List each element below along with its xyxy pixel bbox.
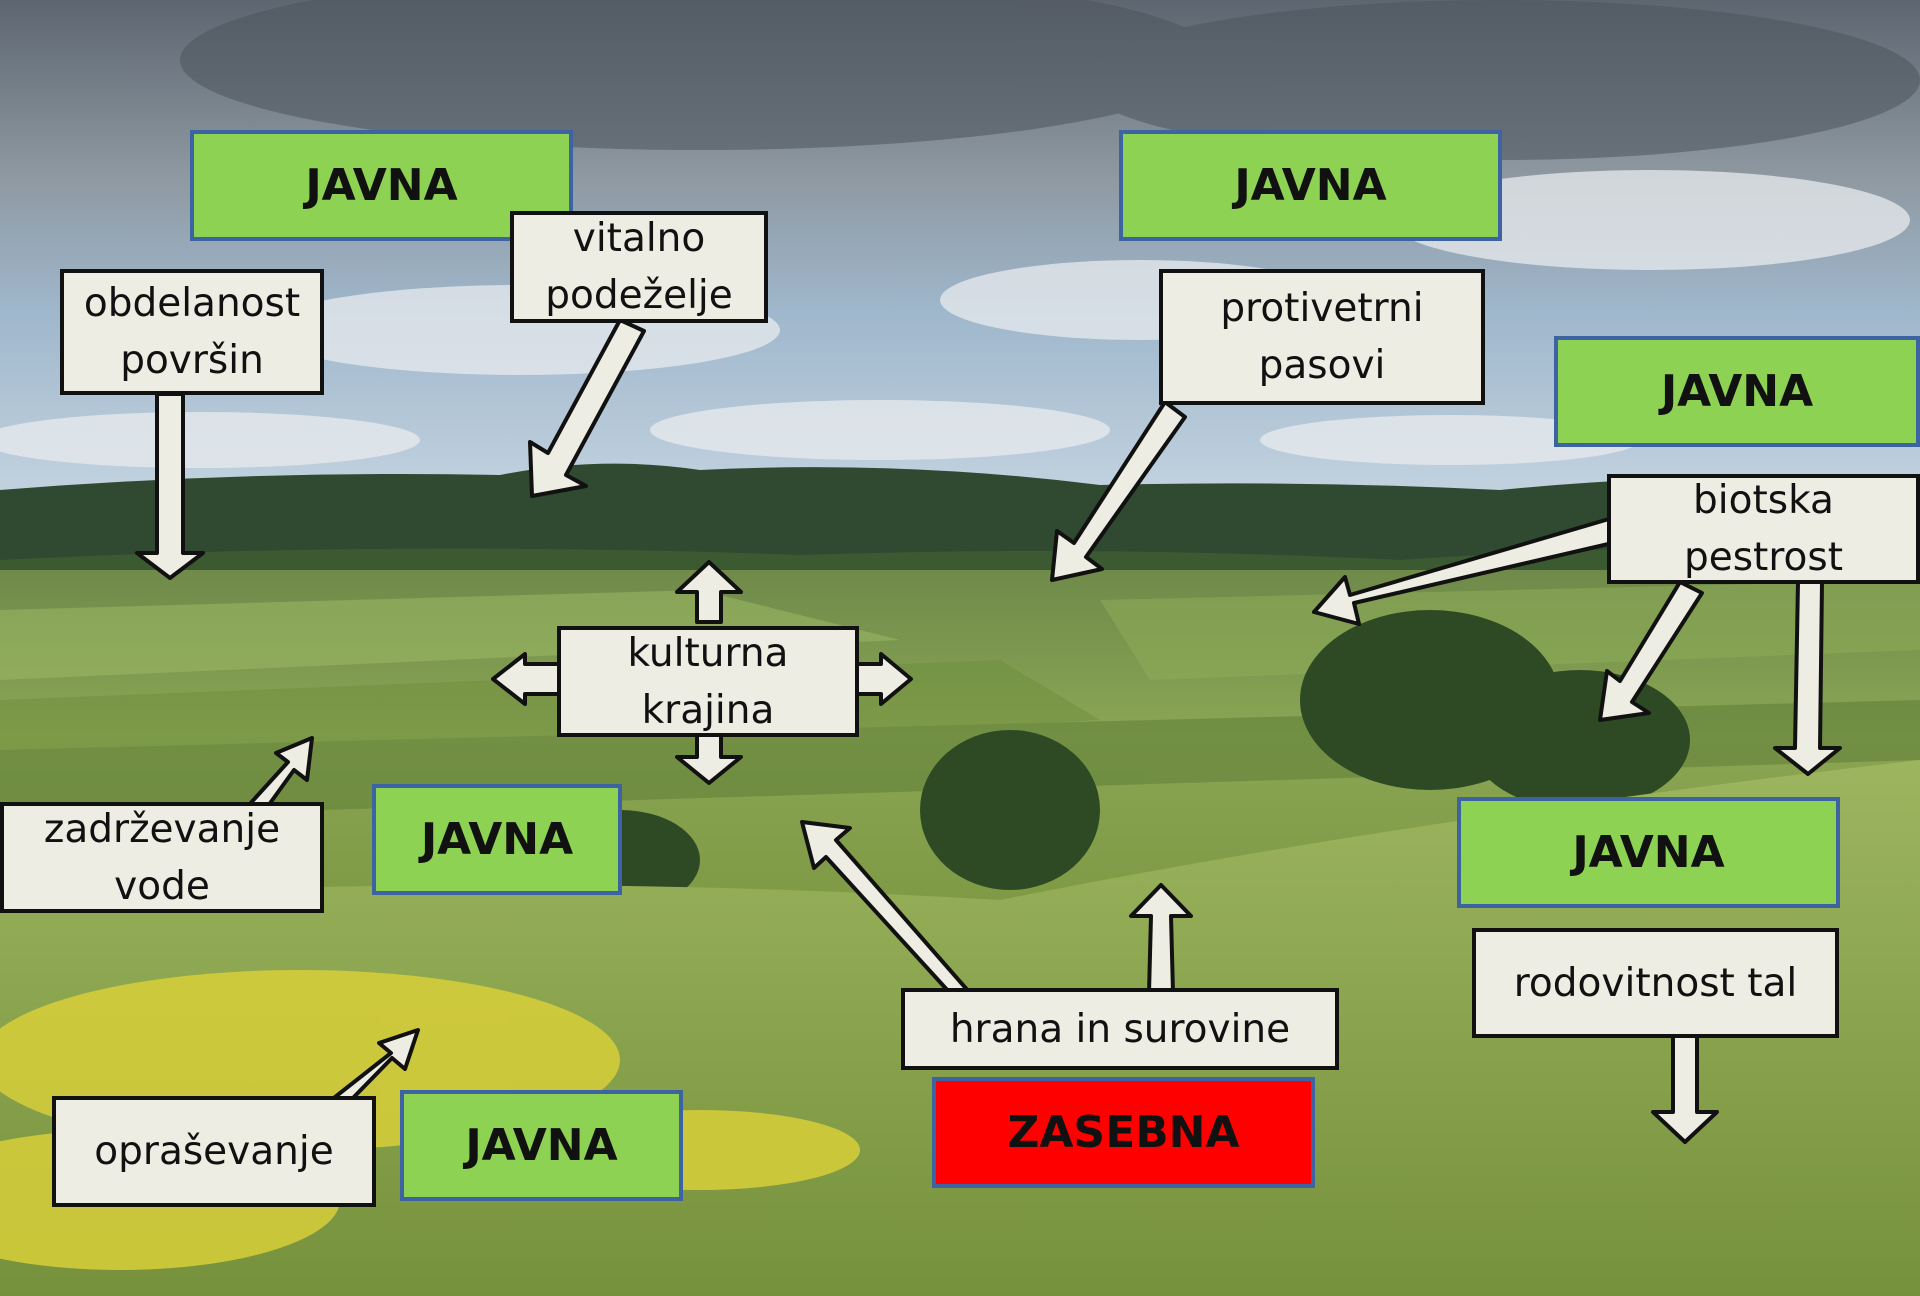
tag-zasebna: ZASEBNA	[932, 1077, 1315, 1188]
arrow-protivetrni-down	[1050, 400, 1187, 582]
arrow-biotska-down	[1598, 580, 1704, 722]
tag-javna-bottom-left: JAVNA	[400, 1090, 683, 1201]
arrow-vitalno-down	[528, 318, 646, 498]
label-hrana: hrana in surovine	[901, 988, 1339, 1070]
arrow-hrana-up	[800, 820, 972, 995]
tag-javna-bottom-right: JAVNA	[1457, 797, 1840, 908]
arrow-oprasevanje-up	[328, 1028, 420, 1103]
tag-javna-middle-left: JAVNA	[372, 784, 622, 895]
arrow-biotska-left	[1312, 517, 1619, 626]
clouds	[0, 170, 1910, 468]
label-zadrzevanje: zadrževanje vode	[0, 802, 324, 913]
arrow-kulturna-left	[491, 652, 561, 706]
arrow-biotska-down2	[1773, 580, 1842, 776]
arrow-kulturna-down	[675, 731, 743, 785]
arrow-kulturna-up	[675, 560, 743, 624]
tag-javna-top-center: JAVNA	[1119, 130, 1502, 241]
label-biotska: biotska pestrost	[1607, 474, 1920, 584]
label-protivetrni: protivetrni pasovi	[1159, 269, 1485, 405]
tag-javna-right: JAVNA	[1554, 336, 1920, 447]
arrow-hrana-up2	[1129, 883, 1193, 995]
arrows	[135, 318, 1842, 1144]
label-oprasevanje: opraševanje	[52, 1096, 376, 1207]
label-rodovitnost: rodovitnost tal	[1472, 928, 1839, 1038]
label-vitalno: vitalno podeželje	[510, 211, 768, 323]
arrow-zadrzevanje-up	[246, 736, 314, 808]
dark-clouds	[180, 0, 1920, 160]
arrow-rodovitnost-down	[1651, 1033, 1719, 1144]
label-obdelanost: obdelanost površin	[60, 269, 324, 395]
arrow-kulturna-right	[855, 652, 913, 706]
arrow-obdelanost-down	[135, 392, 205, 580]
tag-javna-top-left: JAVNA	[190, 130, 573, 241]
label-kulturna: kulturna krajina	[557, 626, 859, 737]
